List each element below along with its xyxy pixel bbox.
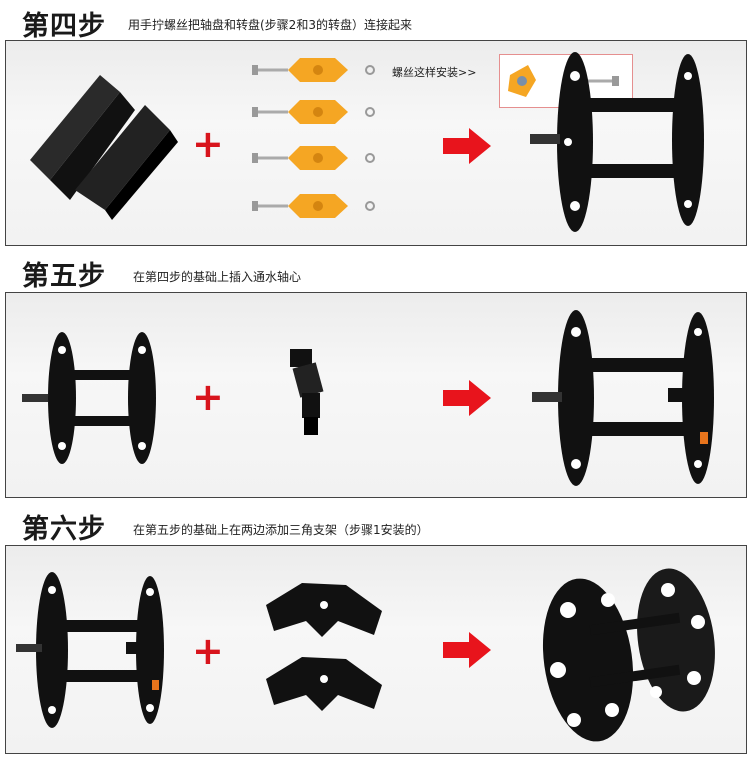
plus-sign: + <box>192 375 224 419</box>
assembled-reel-image <box>530 52 704 232</box>
reel-with-axle-image <box>16 572 164 728</box>
step6-title: 第六步 <box>22 514 106 545</box>
step4-title: 第四步 <box>22 11 106 42</box>
red-arrow-icon <box>443 632 491 668</box>
screws-knobs-washers-image <box>252 58 375 218</box>
triangle-brackets-image <box>266 583 382 711</box>
screw-install-note: 螺丝这样安装>> <box>392 66 477 79</box>
reel-with-axle-image <box>532 310 714 486</box>
axle-plates-image <box>30 75 178 220</box>
plus-sign: + <box>192 122 224 166</box>
red-arrow-icon <box>443 380 491 416</box>
reel-frame-image <box>22 332 156 464</box>
step5-title: 第五步 <box>22 261 106 292</box>
step5-subtitle: 在第四步的基础上插入通水轴心 <box>133 270 302 284</box>
step6-subtitle: 在第五步的基础上在两边添加三角支架（步骤1安装的） <box>133 523 429 537</box>
final-assembled-reel-image <box>542 568 715 742</box>
step4-subtitle: 用手拧螺丝把轴盘和转盘(步骤2和3的转盘）连接起来 <box>128 18 412 32</box>
red-arrow-icon <box>443 128 491 164</box>
plus-sign: + <box>192 629 224 673</box>
water-axle-core-image <box>290 349 324 435</box>
